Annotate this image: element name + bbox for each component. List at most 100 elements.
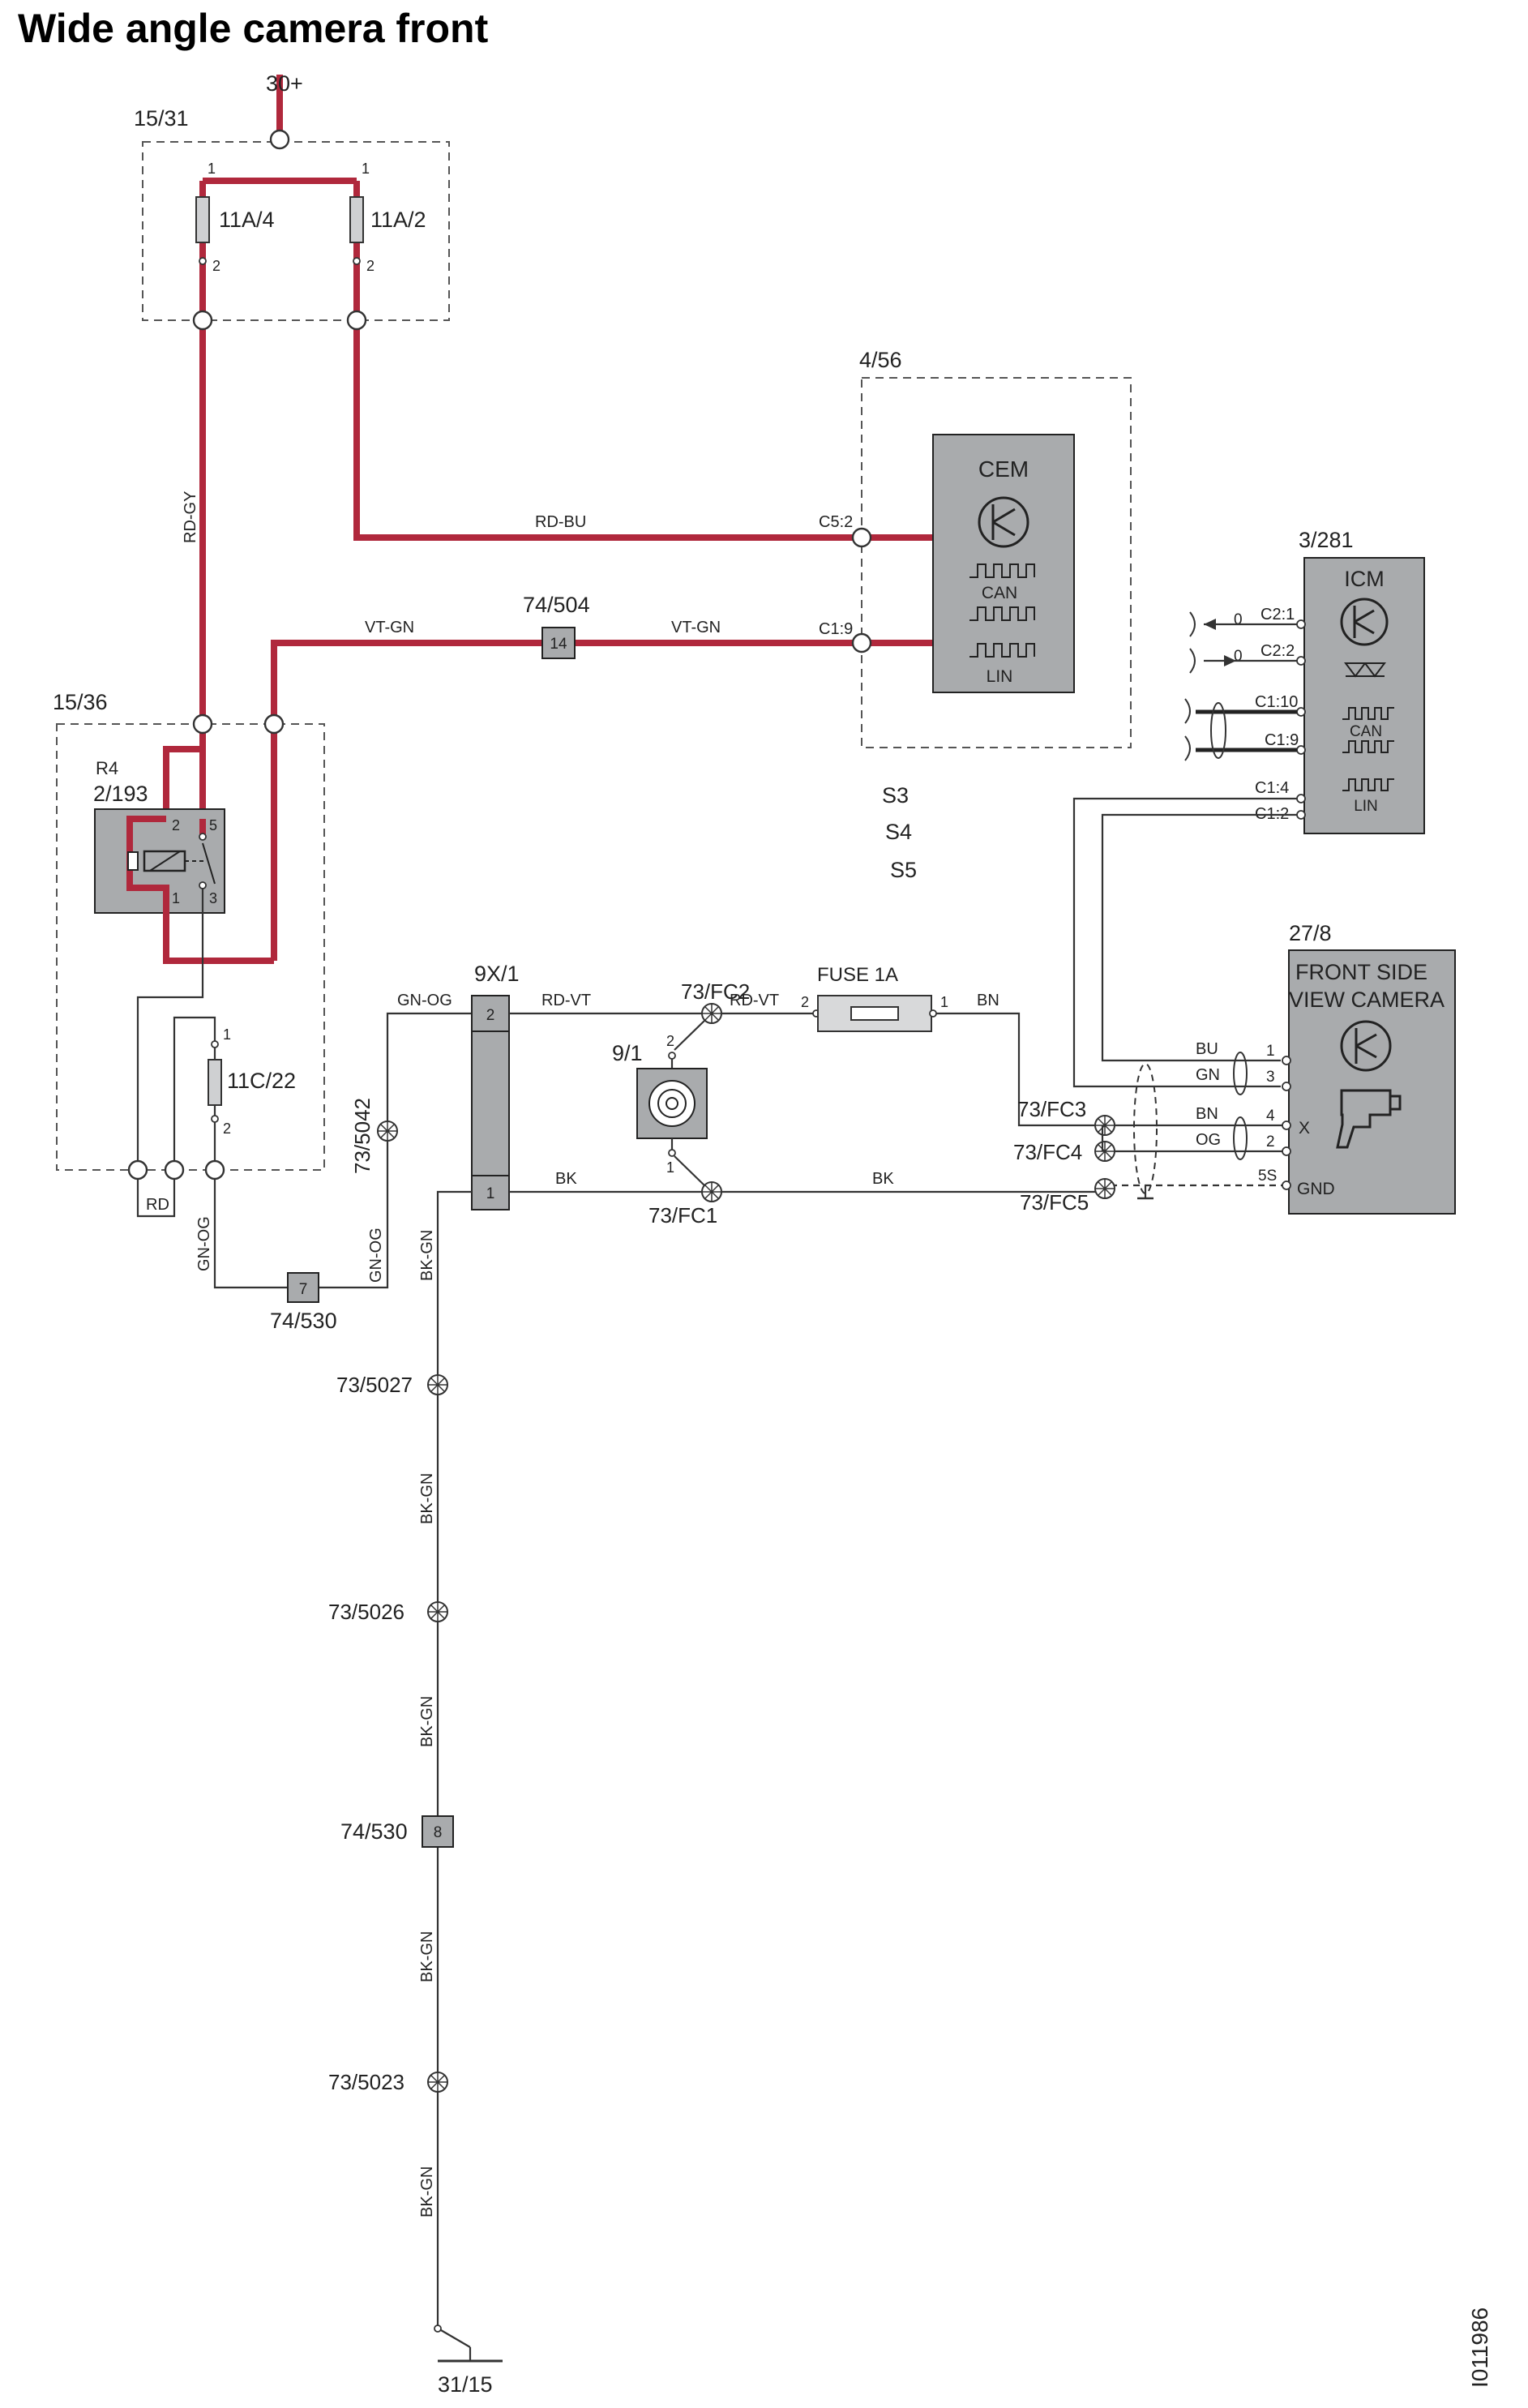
figure-id: I011986	[1467, 2307, 1492, 2388]
svg-text:BU: BU	[1196, 1040, 1218, 1058]
connector-74-530-pin7	[287, 1272, 319, 1303]
switch-state-s4: S4	[885, 820, 912, 844]
wire-label-vt-gn: VT-GN	[671, 619, 721, 636]
svg-text:BN: BN	[1196, 1105, 1218, 1123]
wire-label-gn-og: GN-OG	[367, 1228, 385, 1283]
svg-text:2: 2	[1266, 1133, 1275, 1150]
wire-label-bn: BN	[977, 992, 999, 1009]
pin-node	[127, 1159, 148, 1180]
fuse-11c22: 11C/22 1 2	[208, 1026, 296, 1168]
svg-text:9X/1: 9X/1	[474, 962, 520, 986]
svg-text:31/15: 31/15	[438, 2372, 493, 2397]
splice-73-5023: 73/5023	[328, 2070, 448, 2094]
splice-fc2: 73/FC2	[681, 979, 750, 1024]
pin-node	[204, 1159, 225, 1180]
svg-text:CEM: CEM	[978, 456, 1029, 482]
pin-node	[192, 310, 213, 331]
relay-id: 2/193	[93, 782, 148, 806]
wire-label-bk-gn: BK-GN	[418, 2166, 436, 2217]
svg-text:1: 1	[362, 161, 370, 177]
camera-pins: 1 3 4 2 5S BU GN BN OG	[1196, 1040, 1291, 1190]
svg-text:LIN: LIN	[1354, 798, 1378, 815]
svg-text:2: 2	[172, 817, 180, 833]
svg-text:CAN: CAN	[982, 584, 1017, 602]
svg-text:73/FC1: 73/FC1	[648, 1203, 717, 1228]
wire-label-bk-gn: BK-GN	[418, 1931, 436, 1982]
wire-label-gn-og: GN-OG	[195, 1216, 213, 1271]
svg-text:3: 3	[1266, 1069, 1275, 1086]
supply-node	[269, 129, 290, 150]
svg-text:5: 5	[209, 817, 217, 833]
svg-text:73/5027: 73/5027	[336, 1373, 413, 1397]
relay-ref: R4	[96, 758, 118, 778]
svg-text:1: 1	[1266, 1043, 1275, 1060]
cem-module: CEM CAN LIN	[932, 434, 1075, 693]
svg-text:2: 2	[212, 258, 220, 274]
svg-text:2: 2	[486, 1007, 495, 1024]
svg-text:3: 3	[209, 890, 217, 906]
icm-module: ICM CAN LIN	[1303, 557, 1425, 834]
wire-label-bk: BK	[555, 1170, 577, 1188]
svg-text:8: 8	[434, 1824, 443, 1841]
cem-pin-label: C5:2	[819, 513, 853, 531]
svg-text:73/FC5: 73/FC5	[1020, 1190, 1089, 1215]
connector-pin: 7	[299, 1281, 308, 1298]
pin-node	[346, 310, 367, 331]
front-side-view-camera: FRONT SIDE VIEW CAMERA X GND	[1288, 949, 1456, 1215]
connector-9x1: 2 1 9X/1	[471, 962, 520, 1210]
svg-text:2: 2	[223, 1120, 231, 1137]
switch-state-s3: S3	[882, 783, 909, 808]
svg-text:GND: GND	[1297, 1180, 1335, 1198]
cem-location: 4/56	[859, 348, 902, 372]
svg-text:73/FC4: 73/FC4	[1013, 1140, 1082, 1164]
svg-text:1: 1	[223, 1026, 231, 1043]
svg-text:1: 1	[208, 161, 216, 177]
svg-text:ICM: ICM	[1344, 567, 1385, 591]
camera-location: 27/8	[1289, 921, 1332, 945]
svg-text:0: 0	[1234, 611, 1243, 628]
svg-text:73/FC2: 73/FC2	[681, 979, 750, 1004]
svg-text:73/5023: 73/5023	[328, 2070, 404, 2094]
page-title: Wide angle camera front	[18, 6, 489, 51]
svg-text:C2:2: C2:2	[1260, 642, 1295, 660]
connector-label: 74/530	[270, 1309, 337, 1333]
cem-pin-c5-2	[851, 527, 872, 548]
relay-2-193: 2 5 1 3	[94, 808, 225, 961]
connector-label: 74/504	[523, 593, 590, 617]
svg-text:C1:9: C1:9	[1265, 731, 1299, 749]
connector-pin: 14	[550, 636, 567, 653]
svg-text:73/FC3: 73/FC3	[1017, 1097, 1086, 1121]
icm-pins: C2:1 C2:2 C1:10 C1:9 C1:4 C1:2 0 0	[1184, 606, 1306, 823]
fuse-box-top	[142, 141, 450, 321]
svg-text:C1:10: C1:10	[1255, 693, 1298, 711]
fuse-box-top-label: 15/31	[134, 106, 189, 131]
svg-text:4: 4	[1266, 1108, 1275, 1125]
svg-text:FRONT SIDE: FRONT SIDE	[1295, 960, 1427, 984]
svg-text:73/5042: 73/5042	[350, 1098, 375, 1174]
connector-74-530-pin8: 8 74/530	[340, 1815, 454, 1848]
switch-9-1: 9/1 2 1	[612, 1033, 708, 1176]
svg-text:LIN: LIN	[987, 667, 1013, 686]
wire-label-bk-gn: BK-GN	[418, 1230, 436, 1281]
svg-text:FUSE 1A: FUSE 1A	[817, 964, 898, 986]
svg-text:11A/2: 11A/2	[370, 208, 426, 232]
wire-label-vt-gn: VT-GN	[365, 619, 414, 636]
wire-label-gn-og: GN-OG	[397, 992, 452, 1009]
supply-label: 30+	[266, 71, 303, 96]
svg-text:73/5026: 73/5026	[328, 1600, 404, 1624]
wire-label-rd-vt: RD-VT	[730, 992, 779, 1009]
svg-text:9/1: 9/1	[612, 1041, 643, 1065]
fuse-11a4: 11A/4 1 2	[195, 161, 275, 274]
cem-pin-c1-9	[851, 632, 872, 653]
svg-text:11C/22: 11C/22	[227, 1069, 296, 1093]
pin-node	[164, 1159, 185, 1180]
splice-fc1: 73/FC1	[648, 1181, 722, 1228]
icm-location: 3/281	[1299, 528, 1354, 552]
splice-73-5042: 73/5042	[350, 1098, 398, 1174]
svg-text:0: 0	[1234, 648, 1243, 665]
svg-text:11A/4: 11A/4	[219, 208, 275, 232]
svg-text:2: 2	[801, 994, 809, 1010]
splice-fc5: 73/FC5	[1020, 1178, 1115, 1215]
wire-label-bk-gn: BK-GN	[418, 1696, 436, 1747]
